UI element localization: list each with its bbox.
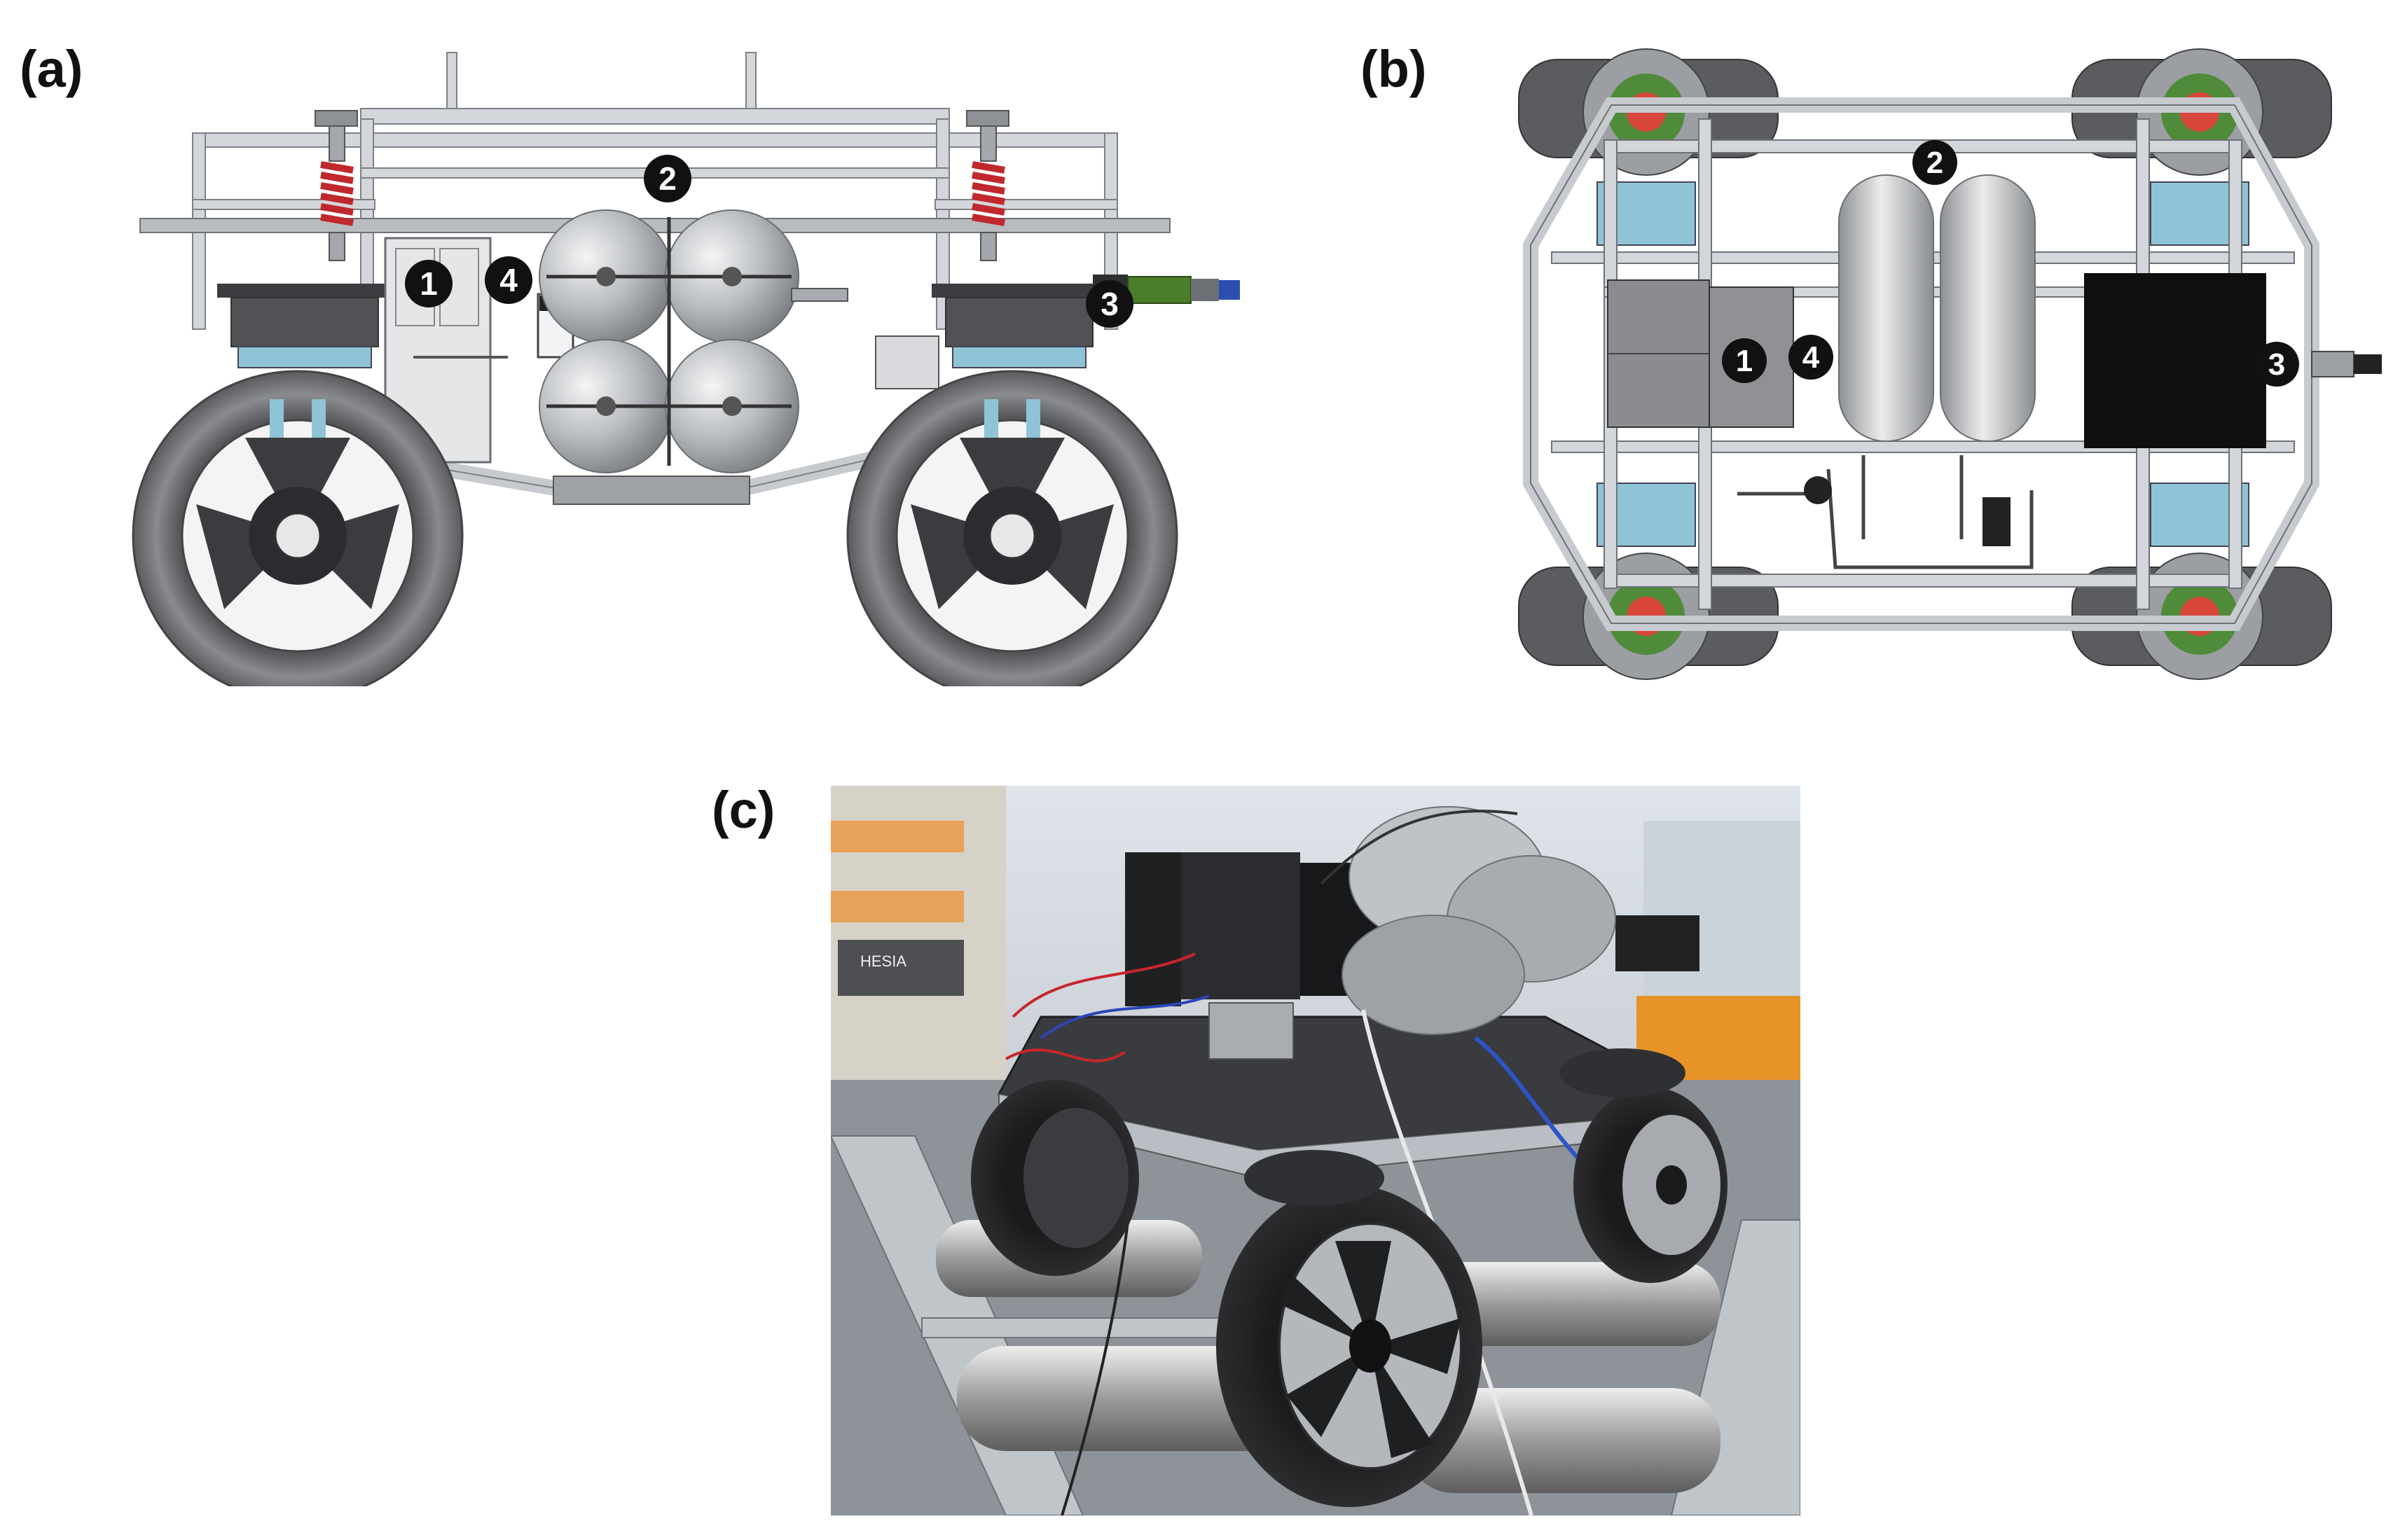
wall-cabinets <box>831 821 964 996</box>
marker-3: 3 <box>1086 280 1133 328</box>
panel-label-a: (a) <box>20 40 83 98</box>
marker-4: 4 <box>485 256 532 304</box>
svg-text:2: 2 <box>1926 146 1943 180</box>
battery-pack <box>2084 273 2266 448</box>
rear-wheel <box>846 370 1178 686</box>
marker-1: 1 <box>1722 338 1767 383</box>
svg-text:1: 1 <box>1736 344 1753 378</box>
marker-2: 2 <box>1912 140 1957 185</box>
rear-right-wheel <box>1573 1087 1727 1283</box>
panel-label-c: (c) <box>712 781 775 839</box>
svg-text:4: 4 <box>499 262 518 298</box>
svg-text:3: 3 <box>2268 347 2285 382</box>
front-wheel-photo <box>1216 1185 1482 1507</box>
photo-tanks <box>1342 806 1616 1035</box>
marker-4: 4 <box>1788 335 1833 380</box>
top-posts <box>446 52 757 120</box>
svg-text:4: 4 <box>1802 340 1820 375</box>
marker-3: 3 <box>2254 342 2299 387</box>
suspension-springs <box>315 110 1009 261</box>
svg-text:2: 2 <box>658 160 677 197</box>
deck-plate <box>139 218 1171 233</box>
marker-1: 1 <box>405 260 453 307</box>
top-view-drawing: 1 2 3 4 <box>1499 35 2396 686</box>
panel-label-b: (b) <box>1360 40 1427 98</box>
fill-connector-top <box>2311 351 2382 377</box>
front-wheel <box>132 370 464 686</box>
front-motor-gear <box>1244 1048 1685 1206</box>
wheel-motor-mounts <box>217 284 1107 368</box>
rear-left-wheel <box>971 1080 1139 1276</box>
side-view-drawing: 1 2 3 4 <box>119 35 1275 686</box>
piping <box>1737 455 2034 569</box>
hydrogen-tanks <box>539 209 848 473</box>
svg-text:1: 1 <box>420 265 438 302</box>
wall-sign: HESIA <box>860 952 906 970</box>
hydrogen-cylinders-top <box>1838 174 2036 442</box>
svg-text:3: 3 <box>1101 286 1119 322</box>
marker-2: 2 <box>644 155 691 202</box>
test-bench-photo: HESIA <box>831 786 1800 1515</box>
